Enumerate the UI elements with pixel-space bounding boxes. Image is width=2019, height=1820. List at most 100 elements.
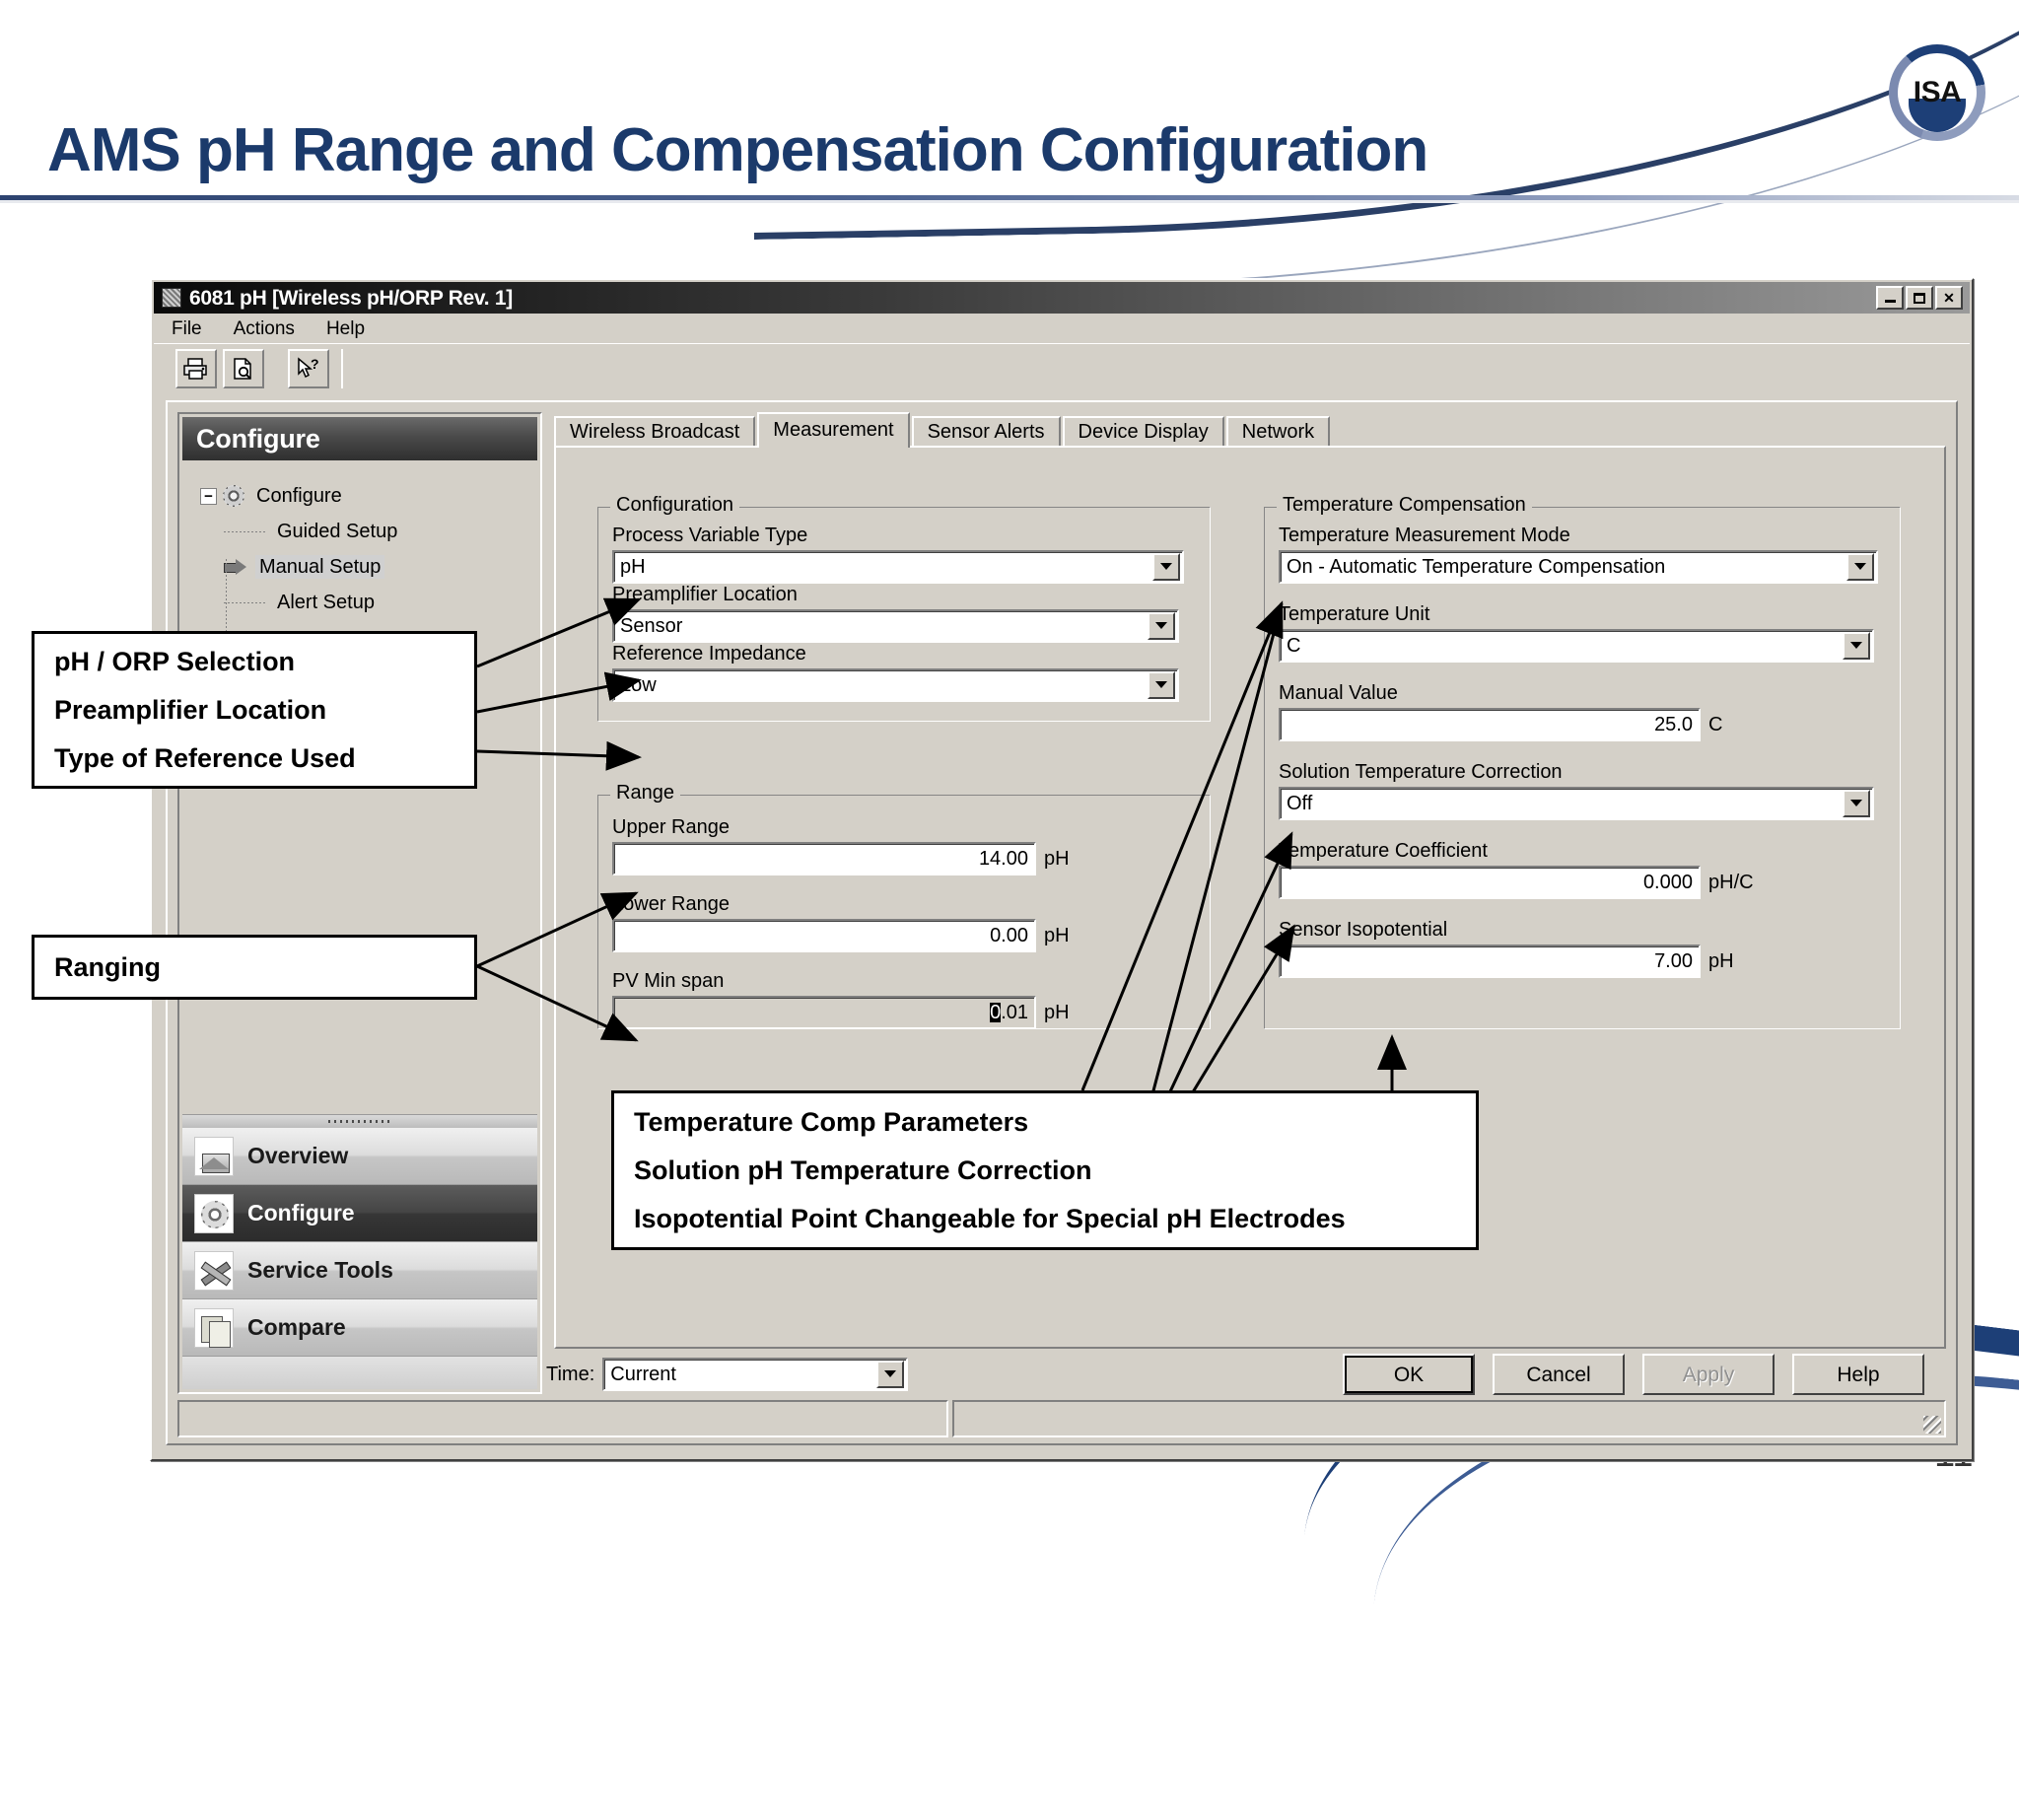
page-title: AMS pH Range and Compensation Configurat… bbox=[47, 116, 1428, 184]
help-pointer-icon: ? bbox=[298, 357, 319, 378]
header-divider bbox=[0, 195, 2019, 200]
time-combo[interactable]: Current bbox=[602, 1358, 909, 1391]
manual-value-label: Manual Value bbox=[1279, 682, 1398, 704]
tree-connector-icon bbox=[224, 601, 267, 603]
minimize-icon bbox=[1884, 300, 1896, 303]
upper-range-label: Upper Range bbox=[612, 816, 730, 838]
process-variable-type-field: Process Variable Type pH bbox=[612, 525, 1184, 584]
sidebar-item-overview[interactable]: Overview bbox=[182, 1128, 537, 1185]
help-button[interactable]: Help bbox=[1792, 1354, 1924, 1395]
pv-min-span-field: PV Min span 0.01 pH bbox=[612, 971, 1070, 1029]
tab-device-display[interactable]: Device Display bbox=[1062, 416, 1224, 448]
nav-header-title: Configure bbox=[182, 417, 537, 460]
temperature-unit-label: Temperature Unit bbox=[1279, 603, 1430, 625]
resize-grip-icon[interactable] bbox=[1923, 1416, 1941, 1434]
print-icon bbox=[183, 357, 207, 380]
lower-range-input[interactable]: 0.00 bbox=[612, 919, 1036, 952]
pane-splitter-grip[interactable] bbox=[182, 1114, 537, 1128]
chevron-down-icon[interactable] bbox=[1148, 671, 1175, 699]
chevron-down-icon[interactable] bbox=[1152, 553, 1180, 581]
tools-icon bbox=[194, 1250, 234, 1291]
cancel-button[interactable]: Cancel bbox=[1493, 1354, 1625, 1395]
print-preview-button[interactable] bbox=[223, 348, 264, 388]
content-pane: Wireless Broadcast Measurement Sensor Al… bbox=[554, 412, 1946, 1349]
temperature-measurement-mode-combo[interactable]: On - Automatic Temperature Compensation bbox=[1279, 550, 1878, 584]
minimize-button[interactable] bbox=[1876, 286, 1904, 310]
tree-item-label: Guided Setup bbox=[277, 521, 398, 542]
chevron-down-icon[interactable] bbox=[876, 1361, 905, 1388]
temperature-measurement-mode-field: Temperature Measurement Mode On - Automa… bbox=[1279, 525, 1878, 584]
chevron-down-icon[interactable] bbox=[1843, 632, 1870, 660]
temperature-measurement-mode-value: On - Automatic Temperature Compensation bbox=[1287, 557, 1666, 577]
temperature-unit-field: Temperature Unit C bbox=[1279, 604, 1874, 663]
temperature-unit-combo[interactable]: C bbox=[1279, 629, 1874, 663]
upper-range-unit: pH bbox=[1044, 848, 1070, 870]
menu-file[interactable]: File bbox=[172, 317, 202, 339]
temperature-coefficient-input[interactable]: 0.000 bbox=[1279, 866, 1701, 899]
context-help-button[interactable]: ? bbox=[288, 348, 329, 388]
temperature-coefficient-unit: pH/C bbox=[1708, 872, 1754, 893]
pv-min-span-value-selected: 0 bbox=[990, 1002, 1002, 1023]
close-button[interactable]: ✕ bbox=[1935, 286, 1963, 310]
range-group: Range Upper Range 14.00 pH Lower Range bbox=[597, 783, 1211, 1029]
upper-range-input[interactable]: 14.00 bbox=[612, 842, 1036, 875]
tab-wireless-broadcast[interactable]: Wireless Broadcast bbox=[554, 416, 756, 448]
chevron-down-icon[interactable] bbox=[1148, 612, 1175, 640]
measurement-tab-page: Configuration Process Variable Type pH P… bbox=[554, 446, 1946, 1349]
window-title-bar: 6081 pH [Wireless pH/ORP Rev. 1] ✕ bbox=[154, 282, 1970, 314]
print-button[interactable] bbox=[175, 348, 217, 388]
lower-range-label: Lower Range bbox=[612, 893, 730, 915]
maximize-icon bbox=[1914, 292, 1925, 304]
tree-collapse-icon[interactable]: − bbox=[200, 487, 217, 505]
tab-sensor-alerts[interactable]: Sensor Alerts bbox=[911, 416, 1061, 448]
tab-measurement[interactable]: Measurement bbox=[757, 412, 910, 448]
tab-network[interactable]: Network bbox=[1225, 416, 1331, 448]
menu-help[interactable]: Help bbox=[325, 317, 366, 339]
navigation-pane: Configure − Configure Guided Setup Manua… bbox=[177, 412, 542, 1394]
chevron-down-icon[interactable] bbox=[1843, 790, 1870, 817]
sidebar-item-service-tools[interactable]: Service Tools bbox=[182, 1242, 537, 1299]
chevron-down-icon[interactable] bbox=[1846, 553, 1874, 581]
reference-impedance-combo[interactable]: Low bbox=[612, 668, 1179, 702]
temperature-unit-value: C bbox=[1287, 636, 1301, 656]
configuration-group: Configuration Process Variable Type pH P… bbox=[597, 495, 1211, 722]
sensor-isopotential-unit: pH bbox=[1708, 950, 1734, 972]
gear-icon bbox=[223, 485, 244, 507]
ok-button[interactable]: OK bbox=[1343, 1354, 1475, 1395]
pv-min-span-unit: pH bbox=[1044, 1002, 1070, 1023]
sidebar-item-label: Compare bbox=[247, 1314, 346, 1340]
sensor-isopotential-input[interactable]: 7.00 bbox=[1279, 945, 1701, 978]
ams-device-window: 6081 pH [Wireless pH/ORP Rev. 1] ✕ File … bbox=[150, 278, 1974, 1461]
tree-item-label: Manual Setup bbox=[255, 555, 385, 579]
configure-tree: − Configure Guided Setup Manual Setup Al… bbox=[182, 460, 537, 640]
process-variable-type-label: Process Variable Type bbox=[612, 525, 808, 546]
preamplifier-location-value: Sensor bbox=[620, 616, 683, 636]
tree-item-manual-setup[interactable]: Manual Setup bbox=[224, 549, 537, 585]
tree-item-guided-setup[interactable]: Guided Setup bbox=[224, 514, 537, 549]
lower-range-value: 0.00 bbox=[990, 925, 1028, 946]
menu-bar: File Actions Help bbox=[154, 314, 1970, 343]
device-icon bbox=[162, 288, 181, 308]
manual-value-input[interactable]: 25.0 bbox=[1279, 708, 1701, 741]
process-variable-type-combo[interactable]: pH bbox=[612, 550, 1184, 584]
maximize-button[interactable] bbox=[1906, 286, 1933, 310]
sidebar-item-configure[interactable]: Configure bbox=[182, 1185, 537, 1242]
sensor-isopotential-field: Sensor Isopotential 7.00 pH bbox=[1279, 920, 1734, 978]
isa-logo-bowl bbox=[1909, 99, 1966, 132]
solution-temperature-correction-combo[interactable]: Off bbox=[1279, 787, 1874, 820]
tree-root-configure[interactable]: − Configure bbox=[200, 478, 537, 514]
time-label: Time: bbox=[546, 1364, 595, 1385]
sidebar-item-label: Configure bbox=[247, 1200, 355, 1225]
nav-button-list: Overview Configure Service Tools Compare bbox=[182, 1128, 537, 1389]
time-value: Current bbox=[610, 1365, 676, 1384]
preamplifier-location-combo[interactable]: Sensor bbox=[612, 609, 1179, 643]
nav-button-filler bbox=[182, 1357, 537, 1389]
svg-text:?: ? bbox=[311, 357, 319, 372]
dialog-bottom-bar: Time: Current OK Cancel Apply Help bbox=[177, 1353, 1946, 1396]
manual-value-value: 25.0 bbox=[1654, 714, 1693, 735]
menu-actions[interactable]: Actions bbox=[233, 317, 295, 339]
tree-item-alert-setup[interactable]: Alert Setup bbox=[224, 585, 537, 620]
sensor-isopotential-label: Sensor Isopotential bbox=[1279, 919, 1448, 941]
sidebar-item-compare[interactable]: Compare bbox=[182, 1299, 537, 1357]
preamplifier-location-label: Preamplifier Location bbox=[612, 584, 798, 605]
